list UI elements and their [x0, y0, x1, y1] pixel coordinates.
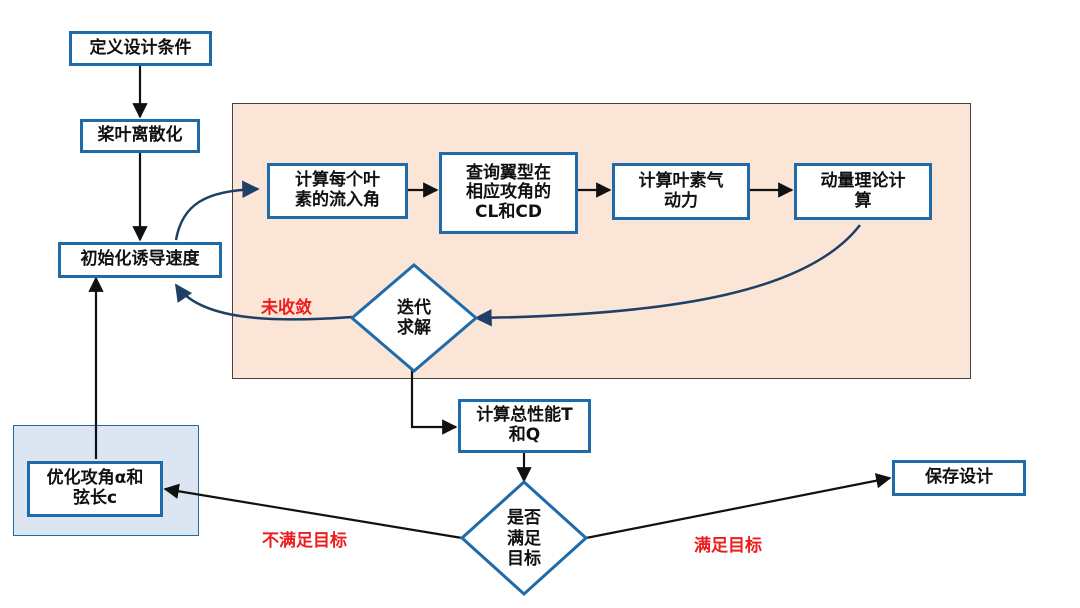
- calc-inflow-angle-box: 计算每个叶 素的流入角: [267, 163, 408, 219]
- optimize-box: 优化攻角α和 弦长c: [27, 461, 163, 517]
- arrow-init-to-inflow: [174, 180, 260, 241]
- not-meet-target-label: 不满足目标: [262, 531, 347, 551]
- discretize-blade-box: 桨叶离散化: [80, 119, 200, 153]
- define-conditions-box: 定义设计条件: [69, 31, 212, 66]
- arrow-iterate-to-init: [174, 283, 353, 321]
- iterate-solve-diamond: [349, 263, 479, 373]
- calc-performance-box: 计算总性能T 和Q: [458, 399, 591, 453]
- save-design-box: 保存设计: [892, 460, 1026, 496]
- calc-element-aero-box: 计算叶素气 动力: [612, 163, 750, 220]
- meet-target-diamond: [459, 479, 589, 597]
- init-induced-velocity-box: 初始化诱导速度: [58, 242, 222, 278]
- iteration-loop-region: [232, 103, 971, 379]
- meet-target-label: 满足目标: [694, 536, 762, 556]
- arrow-decision-to-optimize: [163, 483, 463, 540]
- query-airfoil-box: 查询翼型在 相应攻角的 CL和CD: [439, 152, 578, 234]
- not-converged-label: 未收敛: [261, 298, 312, 318]
- arrow-decision-to-save: [585, 473, 892, 540]
- arrow-iterate-to-performance: [410, 365, 458, 435]
- momentum-theory-box: 动量理论计 算: [794, 163, 932, 220]
- arrow-momentum-to-iterate: [474, 224, 861, 327]
